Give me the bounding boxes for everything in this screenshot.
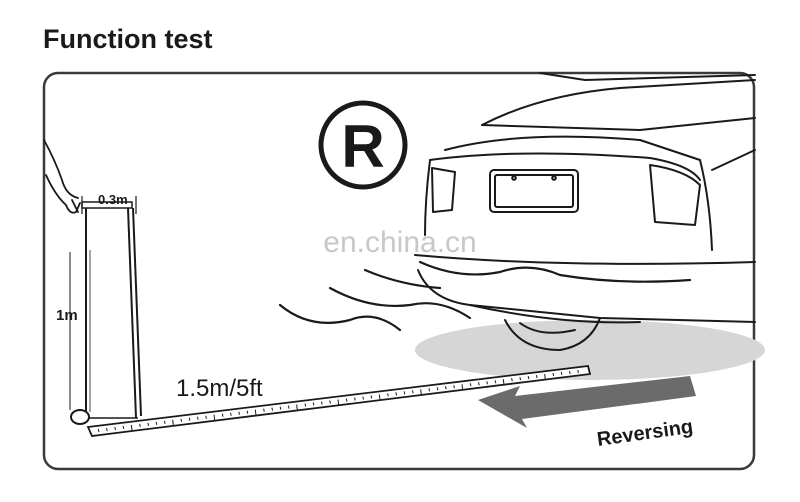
tape-tick bbox=[345, 398, 348, 402]
reverse-gear-symbol: R bbox=[341, 113, 384, 180]
tape-tick bbox=[188, 417, 191, 421]
tape-tick bbox=[304, 403, 307, 407]
tape-tick bbox=[378, 394, 381, 401]
tape-tick bbox=[436, 387, 439, 391]
tape-tick bbox=[519, 377, 522, 381]
tape-tick bbox=[535, 374, 538, 379]
tape-tick bbox=[139, 423, 141, 428]
tape-tick bbox=[577, 369, 579, 374]
tape-tick bbox=[511, 378, 513, 382]
diagram-frame bbox=[42, 71, 756, 471]
tape-tick bbox=[296, 404, 298, 411]
tape-tick bbox=[122, 425, 125, 430]
tape-tick bbox=[263, 408, 265, 412]
tape-tick bbox=[411, 390, 414, 394]
tape-tick bbox=[370, 395, 373, 399]
tape-tick bbox=[502, 379, 505, 386]
tape-tick bbox=[387, 393, 389, 397]
tape-tick bbox=[560, 371, 563, 376]
tape-tick bbox=[205, 415, 207, 419]
tape-tick bbox=[420, 389, 422, 396]
tape-tick bbox=[106, 427, 108, 432]
label-height: 1m bbox=[56, 307, 78, 324]
tape-tick bbox=[444, 386, 447, 390]
tape-tick bbox=[271, 407, 274, 411]
tape-tick bbox=[279, 406, 282, 410]
tape-tick bbox=[469, 383, 472, 387]
tape-tick bbox=[163, 420, 166, 424]
label-direction: Reversing bbox=[596, 416, 695, 451]
tape-tick bbox=[337, 399, 340, 406]
hand-illustration bbox=[43, 139, 81, 214]
tape-tick bbox=[320, 401, 323, 405]
label-width: 0.3m bbox=[98, 192, 128, 207]
tape-tick bbox=[180, 418, 183, 422]
tape-tick bbox=[527, 376, 530, 380]
tape-tick bbox=[97, 428, 100, 433]
tape-tick bbox=[114, 426, 116, 431]
tape-tick bbox=[428, 388, 431, 392]
tape-tick bbox=[287, 405, 290, 409]
reversing-arrow bbox=[478, 376, 696, 428]
label-distance: 1.5m/5ft bbox=[176, 375, 263, 402]
test-pole bbox=[69, 196, 142, 425]
tape-tick bbox=[486, 381, 488, 385]
tape-tick bbox=[196, 416, 199, 420]
car-rear-illustration bbox=[414, 72, 756, 351]
reverse-gear-circle bbox=[318, 100, 408, 190]
tape-tick bbox=[403, 391, 406, 395]
tape-tick bbox=[246, 410, 249, 414]
tape-tick bbox=[130, 424, 133, 431]
tape-tick bbox=[221, 413, 224, 417]
tape-tick bbox=[155, 421, 158, 425]
sensor-waves bbox=[278, 260, 692, 332]
tape-tick bbox=[329, 400, 331, 404]
tape-tick bbox=[461, 384, 464, 391]
tape-tick bbox=[230, 412, 232, 416]
tape-tick bbox=[494, 380, 497, 384]
tape-tick bbox=[453, 385, 455, 389]
measuring-tape bbox=[86, 365, 592, 437]
tape-tick bbox=[552, 372, 555, 377]
tape-tick bbox=[312, 402, 315, 406]
tape-tick bbox=[213, 414, 216, 421]
tape-tick bbox=[362, 396, 364, 400]
tape-tick bbox=[544, 374, 546, 381]
tape-tick bbox=[568, 370, 571, 375]
car-shadow bbox=[415, 320, 765, 380]
tape-tick bbox=[354, 397, 356, 401]
tape-tick bbox=[395, 392, 398, 396]
tape-tick bbox=[238, 411, 240, 415]
watermark-text: en.china.cn bbox=[323, 226, 476, 259]
tape-tick bbox=[478, 382, 480, 386]
tape-tick bbox=[172, 419, 174, 426]
page-title: Function test bbox=[43, 24, 213, 54]
tape-tick bbox=[147, 422, 150, 426]
tape-tick bbox=[254, 409, 257, 416]
